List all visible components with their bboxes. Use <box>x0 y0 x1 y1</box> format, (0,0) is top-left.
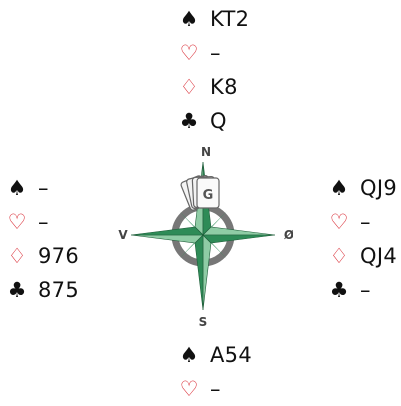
compass-rose: G N S V Ø <box>113 140 293 330</box>
north-diamonds-row: ♢ K8 <box>176 70 249 104</box>
east-spades-cards: QJ9 <box>360 176 397 200</box>
east-diamonds-cards: QJ4 <box>360 244 397 268</box>
dealer-card-stack: G <box>180 175 219 211</box>
north-diamonds-cards: K8 <box>210 75 238 99</box>
dealer-card-letter: G <box>203 188 214 203</box>
south-hand: ♠ A54 ♡ – <box>176 338 252 406</box>
east-hearts-cards: – <box>360 210 371 234</box>
club-icon: ♣ <box>326 278 352 302</box>
east-clubs-cards: – <box>360 278 371 302</box>
west-hearts-cards: – <box>38 210 49 234</box>
spade-icon: ♠ <box>4 176 30 200</box>
west-hearts-row: ♡ – <box>4 205 79 239</box>
south-hearts-cards: – <box>210 377 221 401</box>
west-clubs-cards: 875 <box>38 278 79 302</box>
heart-icon: ♡ <box>326 210 352 234</box>
west-spades-row: ♠ – <box>4 171 79 205</box>
spade-icon: ♠ <box>326 176 352 200</box>
compass-south-label: S <box>199 315 208 329</box>
compass-north-label: N <box>201 145 211 159</box>
east-hearts-row: ♡ – <box>326 205 397 239</box>
spade-icon: ♠ <box>176 343 202 367</box>
north-spades-row: ♠ KT2 <box>176 2 249 36</box>
spade-icon: ♠ <box>176 7 202 31</box>
east-diamonds-row: ♢ QJ4 <box>326 239 397 273</box>
diamond-icon: ♢ <box>326 244 352 268</box>
north-clubs-row: ♣ Q <box>176 104 249 138</box>
east-clubs-row: ♣ – <box>326 273 397 307</box>
club-icon: ♣ <box>4 278 30 302</box>
compass-west-label: V <box>118 228 128 242</box>
north-hand: ♠ KT2 ♡ – ♢ K8 ♣ Q <box>176 2 249 138</box>
south-spades-cards: A54 <box>210 343 252 367</box>
west-spades-cards: – <box>38 176 49 200</box>
west-diamonds-cards: 976 <box>38 244 79 268</box>
south-spades-row: ♠ A54 <box>176 338 252 372</box>
diamond-icon: ♢ <box>4 244 30 268</box>
north-hearts-cards: – <box>210 41 221 65</box>
diamond-icon: ♢ <box>176 75 202 99</box>
east-spades-row: ♠ QJ9 <box>326 171 397 205</box>
heart-icon: ♡ <box>176 41 202 65</box>
compass-east-label: Ø <box>284 228 293 242</box>
west-diamonds-row: ♢ 976 <box>4 239 79 273</box>
club-icon: ♣ <box>176 109 202 133</box>
heart-icon: ♡ <box>176 377 202 401</box>
south-hearts-row: ♡ – <box>176 372 252 406</box>
north-spades-cards: KT2 <box>210 7 249 31</box>
west-clubs-row: ♣ 875 <box>4 273 79 307</box>
north-clubs-cards: Q <box>210 109 227 133</box>
east-hand: ♠ QJ9 ♡ – ♢ QJ4 ♣ – <box>326 171 397 307</box>
north-hearts-row: ♡ – <box>176 36 249 70</box>
heart-icon: ♡ <box>4 210 30 234</box>
west-hand: ♠ – ♡ – ♢ 976 ♣ 875 <box>4 171 79 307</box>
